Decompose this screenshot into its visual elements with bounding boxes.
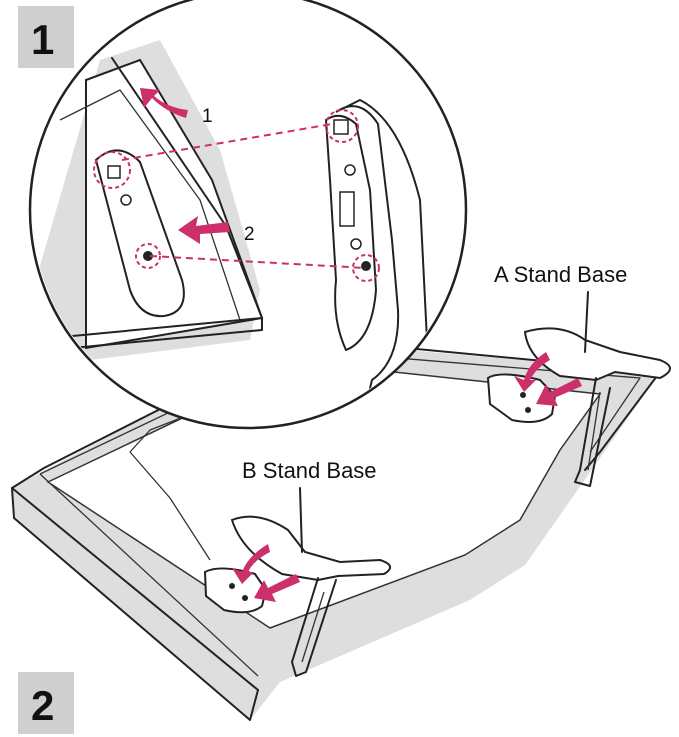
ring-top-slot [93, 151, 131, 189]
tv-panel [11, 337, 661, 721]
callout-a-stand-base: A Stand Base [494, 262, 627, 353]
stand-a [486, 327, 671, 487]
step-1-number: 1 [31, 16, 54, 63]
stand-b-curved-arrow-icon [232, 544, 270, 584]
stand-b-straight-arrow-icon [254, 574, 300, 602]
a-stand-base-label: A Stand Base [494, 262, 627, 287]
zoom-arrow-2-label: 2 [244, 224, 255, 245]
stand-a-straight-arrow-icon [536, 378, 582, 406]
callout-b-stand-base: B Stand Base [242, 458, 377, 553]
b-stand-base-label: B Stand Base [242, 458, 377, 483]
ring-bottom-slot [135, 243, 161, 269]
curved-arrow-icon [140, 88, 188, 118]
ring-top-hook [325, 109, 359, 143]
step-2-badge: 2 [18, 672, 74, 734]
step-2-number: 2 [31, 682, 54, 729]
ring-bottom-screw [352, 254, 380, 282]
zoom-arrow-1-label: 1 [202, 106, 213, 127]
stand-b [203, 515, 391, 677]
stand-a-curved-arrow-icon [514, 352, 550, 392]
step-1-badge: 1 [18, 6, 74, 68]
guide-line-bottom [149, 255, 367, 269]
straight-arrow-icon [178, 216, 230, 244]
magnifier-circle: 1 2 [28, 0, 468, 430]
